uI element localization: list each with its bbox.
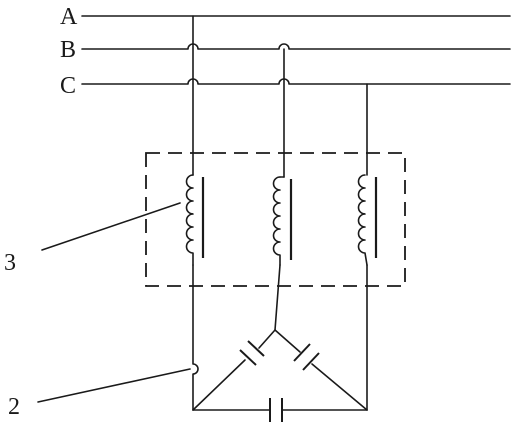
bus-label-c: C — [60, 73, 76, 99]
cap-left-wire-bottom — [192, 359, 246, 411]
phase-b-wire — [274, 48, 285, 331]
coil-b — [272, 176, 281, 266]
leader-2 — [37, 368, 191, 403]
coil-a — [185, 174, 194, 266]
cap-left-wire-top — [258, 329, 276, 349]
bus-lines — [81, 15, 511, 85]
callout-2: 2 — [8, 394, 20, 420]
leader-3 — [41, 202, 181, 251]
cap-right-wire-bottom — [311, 363, 368, 411]
phase-a-wire — [192, 15, 199, 411]
inductor-c — [357, 174, 378, 266]
cap-right-plate-1 — [293, 343, 311, 362]
inductor-a — [185, 174, 205, 266]
reactor-enclosure — [145, 152, 406, 287]
callout-3: 3 — [4, 250, 16, 276]
bus-line-c — [81, 78, 511, 85]
cap-right-wire-top — [274, 329, 301, 353]
bus-line-b — [81, 43, 511, 50]
bus-label-b: B — [60, 37, 76, 63]
cap-left-plate-2 — [239, 349, 257, 366]
phase-wires — [192, 15, 368, 411]
cap-left-plate-1 — [247, 340, 265, 357]
coil-c — [357, 174, 368, 266]
cap-right-plate-2 — [302, 352, 320, 371]
capacitor-bank — [192, 329, 368, 422]
inductor-b — [272, 176, 293, 266]
bus-label-a: A — [60, 4, 78, 30]
